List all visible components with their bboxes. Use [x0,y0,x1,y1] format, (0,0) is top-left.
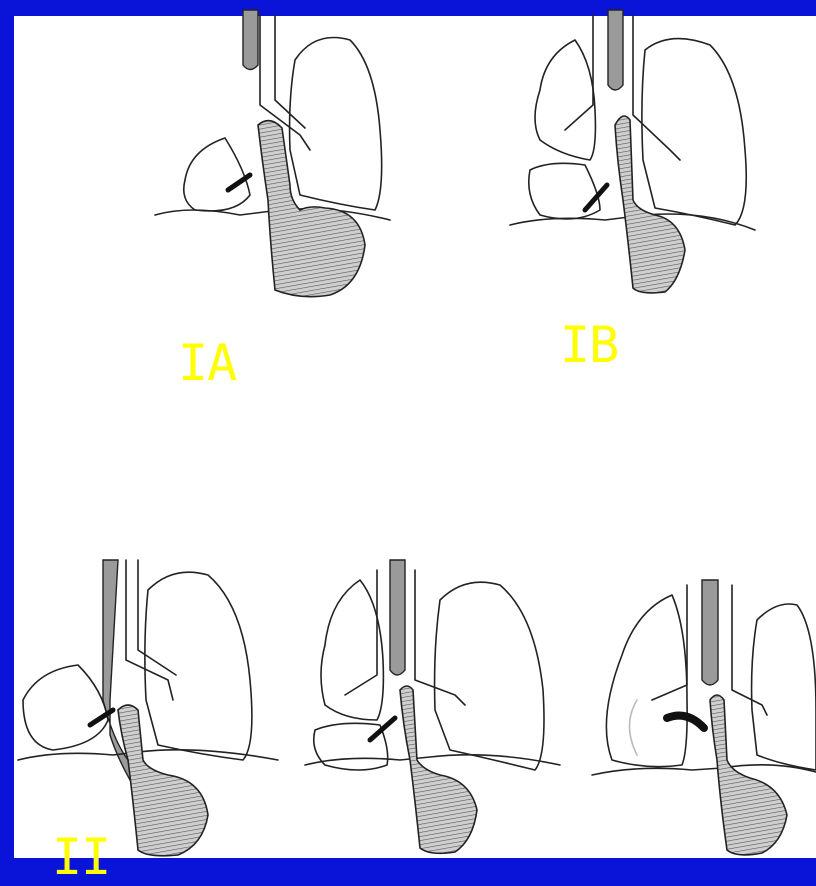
left-lung [606,595,687,767]
lower-esophagus-stomach [258,121,365,297]
panel-ib-drawing [505,10,765,300]
diaphragm [18,750,278,760]
upper-esophagus [702,580,718,685]
left-lung-upper [535,40,595,160]
right-lung [752,604,816,770]
left-lung-lobe [184,138,250,211]
diaphragm [592,765,816,775]
left-lung-upper [321,580,383,720]
panel-ii-right-drawing [592,560,816,855]
right-lung [145,572,252,760]
lower-esophagus-stomach [710,695,787,855]
upper-esophagus [390,560,405,675]
right-lung [435,582,544,770]
fistula-mark [667,716,704,728]
left-lung-lower [314,723,388,770]
label-ia: IA [178,338,236,388]
upper-esophagus [243,10,258,70]
diaphragm [305,755,560,765]
label-ib: IB [560,320,618,370]
left-lung-lobe [23,665,108,750]
lower-esophagus-stomach [400,686,477,853]
lung-outline-faint [630,700,638,755]
upper-esophagus [608,10,623,90]
lower-esophagus-stomach [615,116,685,293]
lower-esophagus-stomach [118,705,208,856]
left-lung-lower [529,163,600,219]
fistula-mark [370,718,395,740]
panel-ii-middle-drawing [305,560,565,855]
panel-ia-drawing [150,10,400,300]
label-ii: II [52,832,110,882]
right-lung [642,39,746,225]
trachea [126,560,176,700]
right-lung [290,38,382,211]
panel-ii-left-drawing [18,560,283,855]
